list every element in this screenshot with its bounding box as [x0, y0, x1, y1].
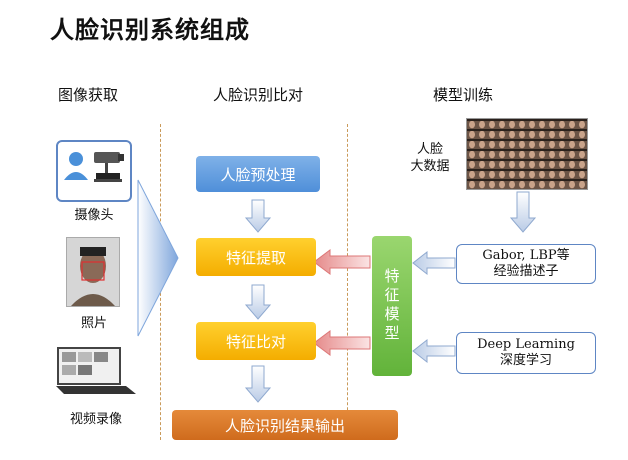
- extract-box: 特征提取: [196, 238, 316, 276]
- camera-icon: [64, 152, 124, 182]
- face-mosaic-icon: [467, 119, 587, 189]
- arrow-deep-model: [412, 338, 456, 364]
- arrow-bigdata-gabor: [509, 191, 537, 233]
- funnel-arrow: [137, 179, 179, 337]
- caption-camera: 摄像头: [74, 208, 114, 223]
- preprocess-box: 人脸预处理: [196, 156, 320, 192]
- laptop-icon: [56, 347, 136, 394]
- feature-model-box: 特征模型: [372, 236, 412, 376]
- arrow-preprocess-extract: [244, 199, 272, 233]
- deep-learning-line1: Deep Learning: [477, 336, 575, 352]
- bigdata-label: 人脸 大数据: [404, 142, 456, 176]
- photo-thumbnail: [66, 237, 120, 307]
- column-header-train: 模型训练: [433, 86, 494, 104]
- camera-thumbnail: [56, 140, 132, 202]
- page-title: 人脸识别系统组成: [50, 16, 250, 44]
- column-header-compare: 人脸识别比对: [213, 86, 304, 104]
- face-photo-icon: [67, 238, 119, 306]
- arrow-gabor-model: [412, 250, 456, 276]
- face-mosaic-image: [466, 118, 588, 190]
- arrow-extract-compare: [244, 284, 272, 320]
- column-header-acquire: 图像获取: [58, 86, 119, 104]
- compare-box: 特征比对: [196, 322, 316, 360]
- divider-right: [347, 124, 348, 440]
- arrow-compare-output: [244, 365, 272, 403]
- deep-learning-line2: 深度学习: [499, 353, 552, 368]
- bigdata-label-line2: 大数据: [410, 158, 450, 174]
- caption-video: 视频录像: [69, 412, 122, 427]
- video-thumbnail: [56, 346, 136, 396]
- arrow-model-compare: [313, 330, 371, 356]
- output-box: 人脸识别结果输出: [172, 410, 398, 440]
- arrow-model-extract: [313, 249, 371, 275]
- caption-photo: 照片: [80, 316, 107, 331]
- deep-learning-box: Deep Learning 深度学习: [456, 332, 596, 374]
- gabor-lbp-box: Gabor, LBP等 经验描述子: [456, 244, 596, 284]
- bigdata-label-line1: 人脸: [416, 142, 443, 157]
- gabor-lbp-line2: 经验描述子: [493, 264, 559, 279]
- gabor-lbp-line1: Gabor, LBP等: [482, 247, 570, 263]
